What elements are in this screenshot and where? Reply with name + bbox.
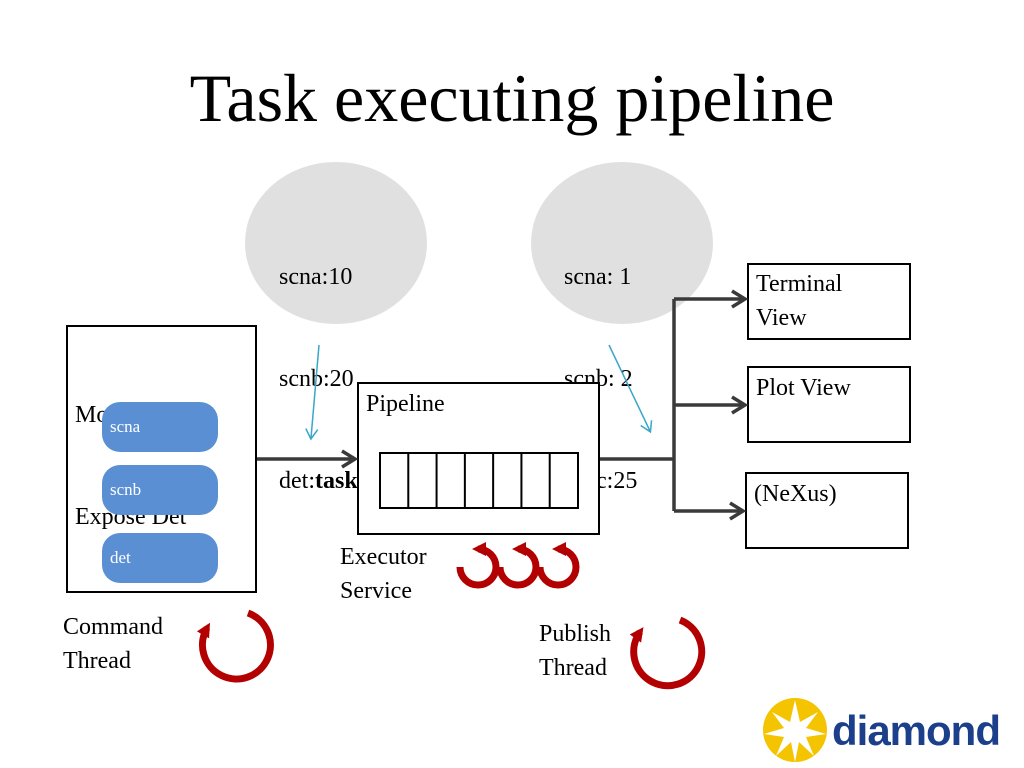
star-burst-icon [763,698,827,762]
pipeline-queue [379,452,579,509]
right-bubble [531,162,713,324]
executor-service-label: Executor Service [340,544,427,604]
publish-thread-label: Publish Thread [539,621,612,681]
plot-view-label: Plot View [756,375,851,401]
command-item-scnb: scnb [102,465,218,515]
left-bubble-line3-prefix: det: [279,468,315,494]
nexus-box [745,472,909,549]
command-thread-label: Command Thread [63,614,163,674]
pipeline-label: Pipeline [366,391,445,417]
terminal-view-box [747,263,911,340]
slide-title: Task executing pipeline [189,60,835,136]
left-bubble-line1: scna:10 [279,264,353,290]
right-bubble-line1: scna: 1 [564,264,632,290]
left-bubble-line3-bold: task [315,468,358,494]
left-bubble-line3: det:task [279,464,358,498]
executor-cycle-icon [456,542,580,589]
command-item-scna: scna [102,402,218,452]
publish-thread-cycle-icon [629,616,706,690]
command-item-det: det [102,533,218,583]
nexus-label: (NeXus) [754,481,837,507]
queue-outline [379,452,579,509]
diamond-logo-text: diamond [832,707,1001,754]
plot-view-box [747,366,911,443]
left-bubble [245,162,427,324]
command-thread-cycle-icon [196,609,274,683]
right-bubble-arrow [608,344,653,434]
terminal-view-label: Terminal View [756,271,843,331]
left-bubble-arrow [305,344,320,441]
